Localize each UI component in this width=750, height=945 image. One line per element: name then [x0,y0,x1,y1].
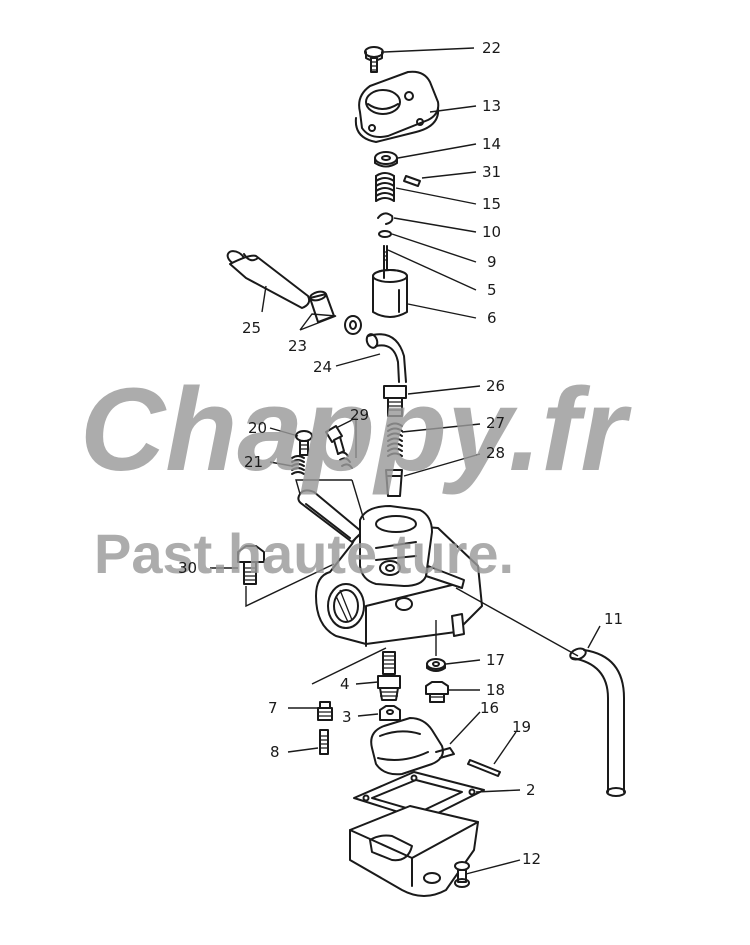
callout-22: 22 [482,39,501,57]
part-22-screw [364,46,384,73]
callout-17: 17 [486,651,505,669]
callout-12: 12 [522,850,541,868]
part-15-spring [375,172,395,202]
part-31-pin [403,175,421,187]
part-6-throttle-valve [372,245,408,318]
callout-6: 6 [487,309,497,327]
callout-28: 28 [486,444,505,462]
leader-lines [210,47,601,875]
part-4-main-nozzle [377,651,401,701]
part-3-main-jet [379,705,401,721]
callout-4: 4 [340,675,350,693]
watermark-subtitle: Past.haute ture. [94,522,514,585]
part-25-air-hose [226,250,311,309]
float-bowl [349,805,479,897]
callout-27: 27 [486,414,505,432]
part-23-collar [309,290,362,335]
part-9-ring [378,230,392,238]
part-26-fitting [383,385,407,417]
callout-13: 13 [482,97,501,115]
part-21-spring [291,455,305,475]
part-28-plunger [385,469,403,497]
callout-23: 23 [288,337,307,355]
callout-3: 3 [342,708,352,726]
part-27-spring [387,422,403,457]
callout-21: 21 [244,453,263,471]
part-8-pilot-jet [319,729,329,755]
callout-16: 16 [480,699,499,717]
part-30-bolt [237,545,265,585]
callout-31: 31 [482,163,501,181]
part-10-clip [377,212,394,225]
part-18-drain-plug [425,681,449,703]
watermark: Chappy.fr Past.haute ture. [80,364,632,585]
part-19-float-pin [467,759,501,777]
callout-10: 10 [482,223,501,241]
callout-7: 7 [268,699,278,717]
callout-24: 24 [313,358,332,376]
part-29-idle-screw [325,416,357,469]
part-11-fuel-hose [569,647,626,797]
part-20-screw [295,430,313,456]
part-13-top-cap [354,70,440,143]
part-12-screw [454,861,470,888]
part-24-bent-pipe [365,333,407,383]
watermark-title: Chappy.fr [80,364,632,496]
part-17-washer [426,658,446,672]
callout-25: 25 [242,319,261,337]
callout-8: 8 [270,743,280,761]
callout-11: 11 [604,610,623,628]
callout-19: 19 [512,718,531,736]
callout-numbers: 22 13 14 31 15 10 9 5 6 25 23 24 26 29 2… [178,39,623,868]
part-14-nut [374,151,398,168]
callout-2: 2 [526,781,536,799]
carburetor-body [297,489,483,647]
callout-5: 5 [487,281,497,299]
callout-20: 20 [248,419,267,437]
part-7-pilot-screw [317,701,333,721]
callout-9: 9 [487,253,497,271]
callout-14: 14 [482,135,501,153]
part-16-float [370,717,455,776]
callout-30: 30 [178,559,197,577]
callout-15: 15 [482,195,501,213]
callout-29: 29 [350,406,369,424]
callout-26: 26 [486,377,505,395]
callout-18: 18 [486,681,505,699]
